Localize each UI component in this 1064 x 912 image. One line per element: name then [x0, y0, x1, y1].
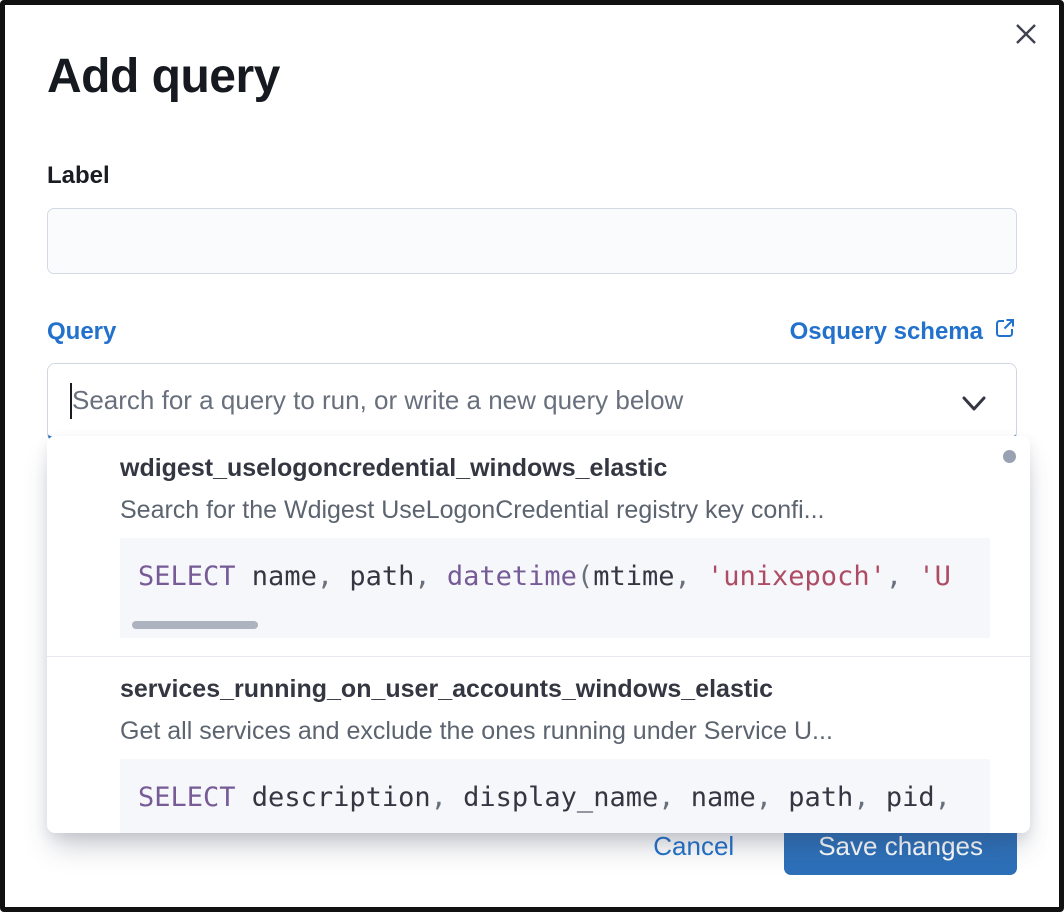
code-token: mtime — [593, 561, 675, 592]
sql-code-preview: SELECT description, display_name, name, … — [120, 759, 990, 833]
cancel-button[interactable]: Cancel — [653, 830, 735, 861]
query-option-description: Get all services and exclude the ones ru… — [120, 717, 833, 745]
code-token: ( — [576, 561, 594, 592]
label-field-label: Label — [47, 162, 110, 189]
label-input[interactable] — [47, 208, 1017, 274]
code-token: , — [316, 561, 334, 592]
osquery-schema-link-label: Osquery schema — [789, 317, 983, 345]
modal-title: Add query — [47, 50, 280, 103]
scrollbar-thumb[interactable] — [1003, 450, 1016, 463]
code-token: , — [430, 782, 447, 813]
code-token: pid — [869, 782, 935, 813]
input-caret — [70, 382, 72, 419]
sql-code-preview: SELECT name, path, datetime(mtime, 'unix… — [120, 538, 990, 638]
code-token: , — [755, 782, 773, 813]
close-icon — [1010, 18, 1042, 55]
osquery-schema-link[interactable]: Osquery schema — [790, 316, 1017, 347]
code-token: name — [235, 561, 317, 592]
code-token: path — [333, 561, 415, 592]
code-token: 'unixepoch' — [690, 561, 886, 592]
external-link-icon — [993, 316, 1017, 347]
code-token: display_name — [446, 782, 659, 813]
code-token: , — [674, 561, 691, 592]
query-option-title: wdigest_uselogoncredential_windows_elast… — [120, 454, 668, 482]
query-search-input[interactable] — [72, 364, 946, 437]
code-token: , — [658, 782, 675, 813]
close-button[interactable] — [1007, 17, 1045, 55]
code-token: , — [853, 782, 870, 813]
horizontal-scrollbar-thumb[interactable] — [132, 621, 258, 629]
query-option-description: Search for the Wdigest UseLogonCredentia… — [120, 496, 825, 524]
add-query-modal: Add query Label Query Osquery schema — [5, 49, 1059, 441]
code-token: SELECT — [138, 561, 236, 592]
code-token: description — [235, 782, 431, 813]
code-token: path — [772, 782, 854, 813]
query-combobox[interactable] — [47, 363, 1017, 441]
list-item-services-query[interactable]: services_running_on_user_accounts_window… — [47, 656, 1030, 833]
sql-code-line: SELECT name, path, datetime(mtime, 'unix… — [138, 561, 951, 592]
query-dropdown-list: wdigest_uselogoncredential_windows_elast… — [47, 436, 1030, 833]
code-token: SELECT — [138, 782, 236, 813]
query-option-title: services_running_on_user_accounts_window… — [120, 675, 774, 703]
chevron-down-icon[interactable] — [956, 392, 992, 421]
code-token: , — [414, 561, 431, 592]
code-token: name — [674, 782, 756, 813]
query-field-label: Query — [47, 317, 117, 345]
code-token: , — [934, 782, 951, 813]
code-token: 'U — [902, 561, 951, 592]
code-token: , — [885, 561, 903, 592]
list-item-wdigest-query[interactable]: wdigest_uselogoncredential_windows_elast… — [47, 436, 1030, 656]
code-token: datetime — [430, 561, 577, 592]
sql-code-line: SELECT description, display_name, name, … — [138, 782, 951, 813]
query-field-header: Query Osquery schema — [47, 316, 1017, 347]
